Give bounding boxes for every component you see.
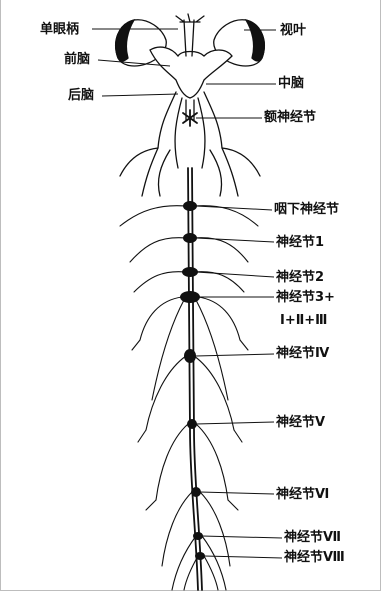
- label-ganglion-1: 神经节1: [276, 235, 324, 250]
- brain-body: [150, 47, 232, 98]
- label-ganglion-3: 神经节3+: [276, 290, 335, 305]
- label-midbrain: 中脑: [278, 76, 304, 91]
- leader-ganglion-7: [202, 536, 282, 538]
- leader-ganglion-6: [200, 492, 274, 494]
- leader-subesophageal-ganglion: [196, 206, 272, 210]
- leader-hindbrain: [102, 94, 178, 96]
- leader-ganglion-4: [196, 354, 274, 356]
- leader-ganglion-1: [196, 238, 274, 242]
- label-ganglion-3-sub: Ⅰ+Ⅱ+Ⅲ: [280, 313, 327, 328]
- label-ganglion-6: 神经节Ⅵ: [276, 487, 329, 502]
- label-frontal-ganglion: 额神经节: [264, 110, 316, 125]
- label-subesophageal-ganglion: 咽下神经节: [274, 202, 339, 217]
- label-ganglion-5: 神经节Ⅴ: [276, 415, 325, 430]
- label-ganglion-7: 神经节Ⅶ: [284, 530, 341, 545]
- leader-ganglion-2: [196, 272, 274, 277]
- label-forebrain: 前脑: [64, 52, 90, 67]
- label-ganglion-4: 神经节Ⅳ: [276, 346, 329, 361]
- label-ganglion-2: 神经节2: [276, 270, 324, 285]
- label-ganglion-8: 神经节Ⅷ: [284, 550, 345, 565]
- label-compound-eye: 视叶: [280, 23, 306, 38]
- label-hindbrain: 后脑: [68, 88, 94, 103]
- leader-ganglion-5: [196, 422, 274, 424]
- label-single-eye-stalk: 单眼柄: [40, 22, 79, 37]
